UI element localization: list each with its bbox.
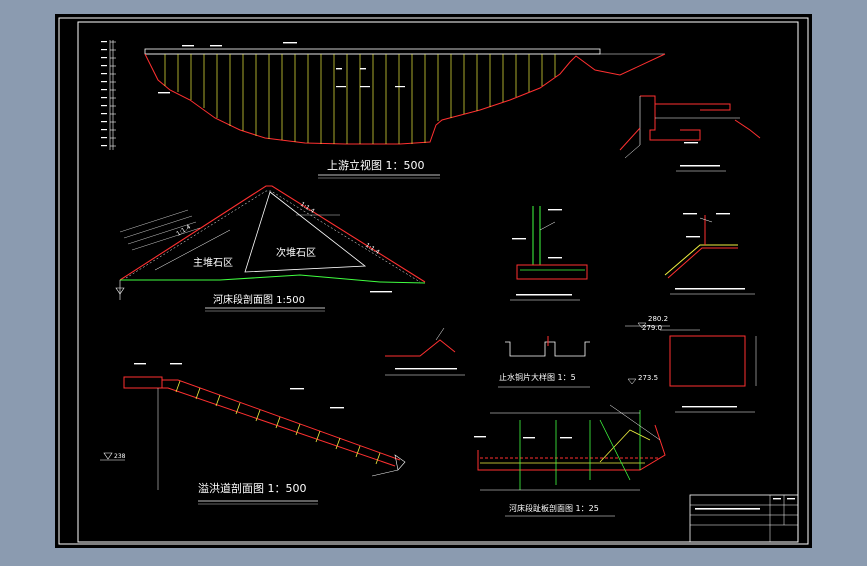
elevation-scale	[109, 40, 116, 150]
spillway-title: 溢洪道剖面图 1：500	[198, 481, 307, 495]
elevation-label-4: 238	[114, 453, 126, 460]
upstream-elevation-view: 上游立视图 1：500	[101, 40, 666, 179]
plinth-detail-1	[510, 206, 588, 301]
zone-secondary: 次堆石区	[276, 246, 316, 259]
elevation-ticks	[101, 41, 107, 147]
slab-joints	[164, 54, 556, 144]
plinth-detail-2	[664, 213, 755, 295]
upstream-title: 上游立视图 1：500	[327, 158, 425, 172]
terrain-profile	[144, 53, 666, 145]
waterstop-title: 止水铜片大样图 1：5	[499, 372, 576, 382]
title-block	[689, 494, 799, 543]
sheet-background	[55, 14, 812, 548]
joint-detail-left	[385, 327, 465, 376]
riverbed-title: 河床段剖面图 1:500	[213, 293, 305, 306]
zone-main: 主堆石区	[193, 257, 233, 269]
elevation-label-1: 280.2	[648, 315, 668, 323]
riverbed-trench-detail: 河床段趾板剖面图 1：25	[474, 404, 666, 517]
riverbed-trench-title: 河床段趾板剖面图 1：25	[509, 503, 599, 513]
box-detail: 280.2 279.0 273.5	[625, 315, 757, 413]
spillway-section: 238 溢洪道剖面图 1：500	[100, 363, 406, 505]
outer-frame	[58, 17, 809, 545]
waterstop-detail: 止水铜片大样图 1：5	[498, 336, 590, 388]
inner-frame	[77, 21, 799, 543]
elevation-label-2: 279.0	[642, 324, 662, 332]
crest-detail	[619, 95, 761, 172]
crest-labels	[158, 42, 405, 94]
riverbed-section: 主堆石区 次堆石区 1:1.4 1:1.4 1:1.4 河床段剖面图 1:500	[115, 185, 426, 312]
elevation-label-3: 273.5	[638, 374, 658, 382]
